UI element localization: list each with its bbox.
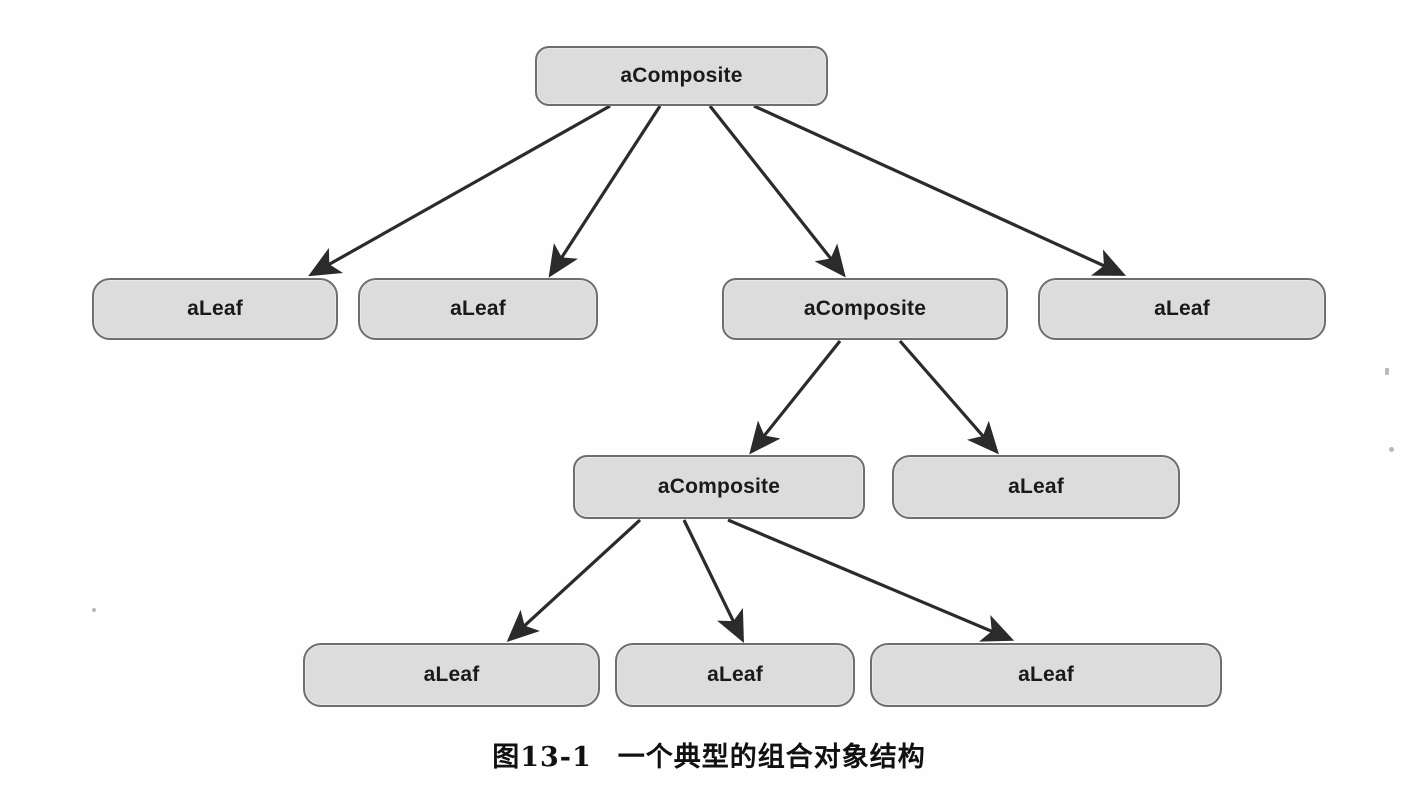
edge-c1-to-c2 <box>749 340 842 455</box>
node-level2-acomposite[interactable]: aComposite <box>573 455 865 519</box>
node-level2-aleaf[interactable]: aLeaf <box>892 455 1180 519</box>
node-label: aLeaf <box>1018 663 1074 686</box>
figure-caption: 图13-1 一个典型的组合对象结构 <box>0 735 1418 774</box>
edge-root-to-l1b <box>548 105 662 278</box>
node-label: aLeaf <box>423 663 480 686</box>
node-level3-aleaf-2[interactable]: aLeaf <box>615 643 855 707</box>
node-label: aLeaf <box>1154 297 1210 320</box>
node-label: aComposite <box>657 475 781 498</box>
node-label: aLeaf <box>1008 475 1064 498</box>
node-level1-aleaf-3[interactable]: aLeaf <box>1038 278 1326 340</box>
node-label: aLeaf <box>450 297 506 320</box>
node-label: aLeaf <box>707 663 763 686</box>
scan-speck-right-upper <box>1385 368 1389 375</box>
edge-c2-to-l3a <box>506 518 642 643</box>
edge-c2-to-l3c <box>727 518 1015 642</box>
scan-speck-left <box>92 608 96 612</box>
node-level1-aleaf-2[interactable]: aLeaf <box>358 278 598 340</box>
node-label: aComposite <box>803 297 927 320</box>
tree-edges <box>308 104 1127 644</box>
node-level1-aleaf-1[interactable]: aLeaf <box>92 278 338 340</box>
edge-root-to-c1 <box>708 105 846 278</box>
node-label: aLeaf <box>187 297 243 320</box>
node-label: aComposite <box>620 64 743 87</box>
edge-root-to-l1a <box>308 104 611 277</box>
caption-text: 一个典型的组合对象结构 <box>617 742 926 773</box>
caption-number: 图13-1 <box>492 742 592 773</box>
node-level3-aleaf-1[interactable]: aLeaf <box>303 643 600 707</box>
node-level3-aleaf-3[interactable]: aLeaf <box>870 643 1222 707</box>
edge-c2-to-l3b <box>682 519 744 644</box>
node-root-acomposite[interactable]: aComposite <box>535 46 828 106</box>
edge-root-to-l1c <box>753 104 1127 276</box>
scan-speck-right-lower <box>1389 447 1394 452</box>
node-level1-acomposite[interactable]: aComposite <box>722 278 1008 340</box>
edge-c1-to-l2a <box>898 339 999 455</box>
